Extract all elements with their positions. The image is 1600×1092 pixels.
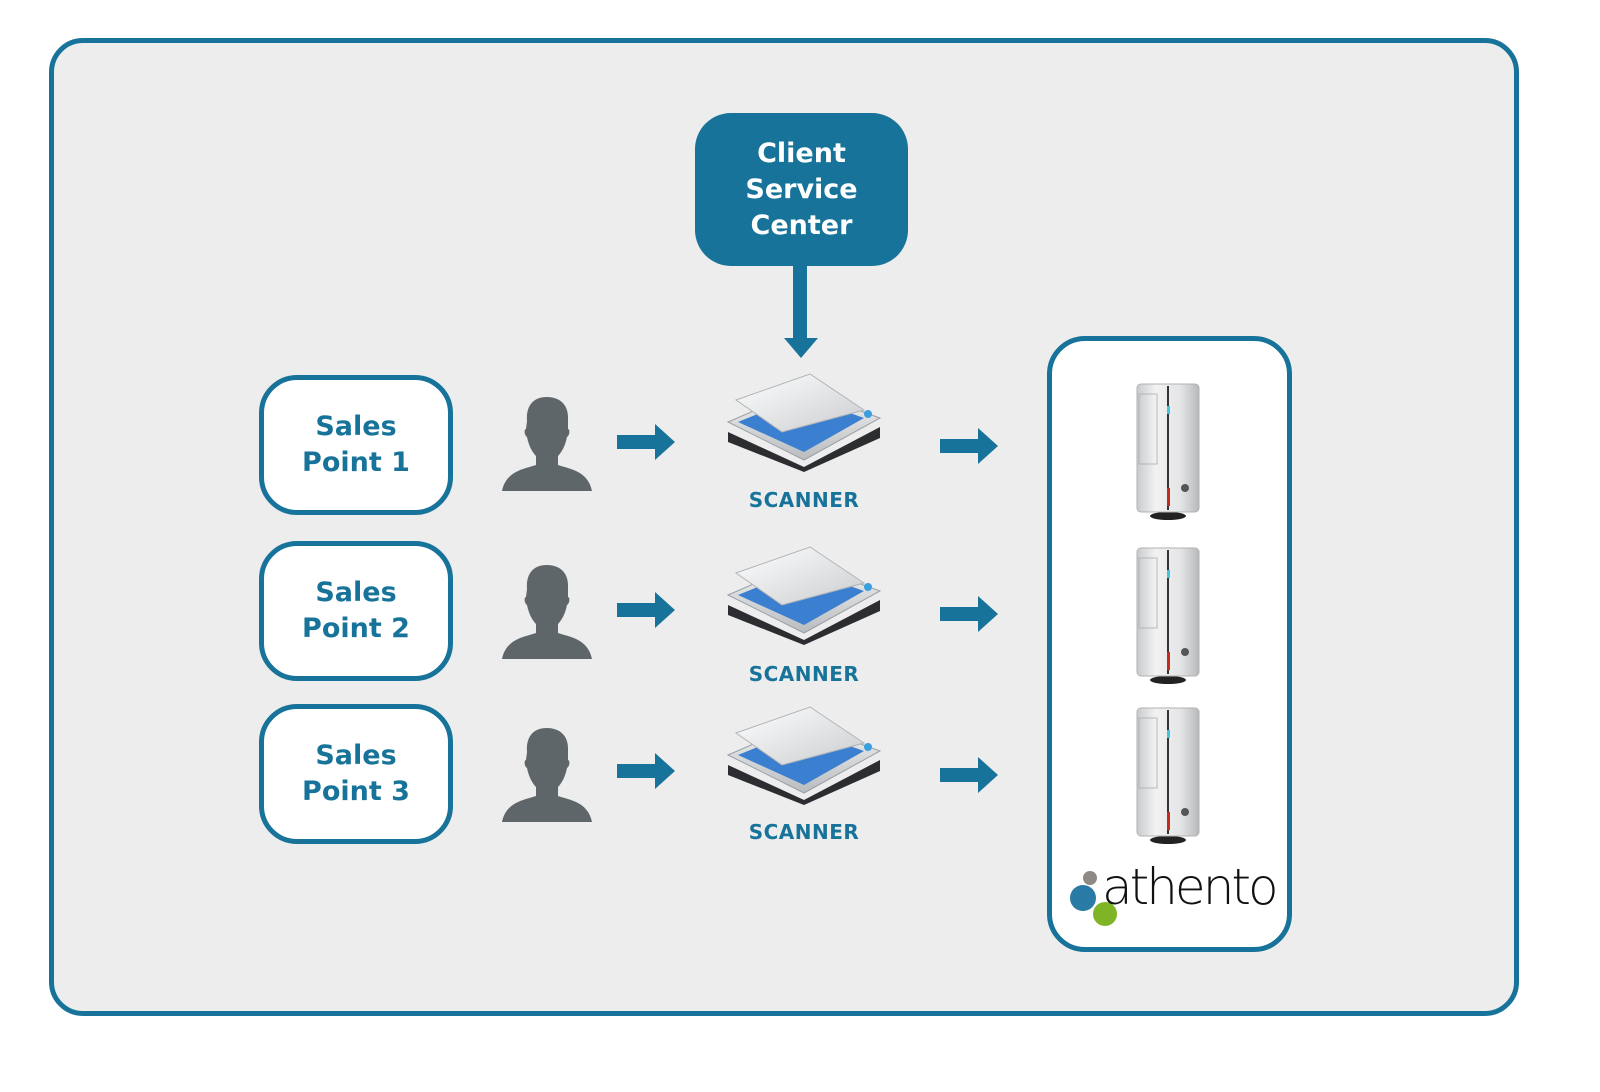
node-label-line: Center <box>750 209 853 241</box>
athento-logo: athento <box>1068 858 1279 932</box>
node-label-line: Sales <box>315 577 397 608</box>
node-label-line: Point 3 <box>302 776 410 807</box>
user-silhouette-icon <box>502 397 592 491</box>
scanner-icon <box>726 373 882 472</box>
arrow-right-icon <box>617 424 675 460</box>
node-label-line: Client <box>757 137 846 169</box>
arrow-right-icon <box>940 757 998 793</box>
node-label-line: Sales <box>315 740 397 771</box>
scanner-icon <box>726 706 882 805</box>
athento-logo-text: athento <box>1102 858 1279 916</box>
arrow-right-icon <box>940 596 998 632</box>
arrow-right-icon <box>940 428 998 464</box>
server-tower-icon <box>1136 547 1200 684</box>
node-label-line: Sales <box>315 411 397 442</box>
node-label-line: Point 1 <box>302 447 410 478</box>
arrow-down-shaft <box>793 264 807 340</box>
node-label-line: Service <box>745 173 858 205</box>
sales-point-3-node: Sales Point 3 <box>259 704 453 844</box>
arrow-right-icon <box>617 753 675 789</box>
arrow-down-icon <box>784 338 818 358</box>
server-tower-icon <box>1136 707 1200 844</box>
server-tower-icon <box>1136 383 1200 520</box>
sales-point-1-node: Sales Point 1 <box>259 375 453 515</box>
scanner-label: SCANNER <box>748 488 860 512</box>
athento-logo-icon <box>1070 871 1117 926</box>
sales-point-2-node: Sales Point 2 <box>259 541 453 681</box>
arrow-right-icon <box>617 592 675 628</box>
user-silhouette-icon <box>502 728 592 822</box>
node-label-line: Point 2 <box>302 613 410 644</box>
user-silhouette-icon <box>502 565 592 659</box>
client-service-center-node: Client Service Center <box>695 113 908 266</box>
scanner-label: SCANNER <box>748 662 860 686</box>
scanner-label: SCANNER <box>748 820 860 844</box>
scanner-icon <box>726 546 882 645</box>
